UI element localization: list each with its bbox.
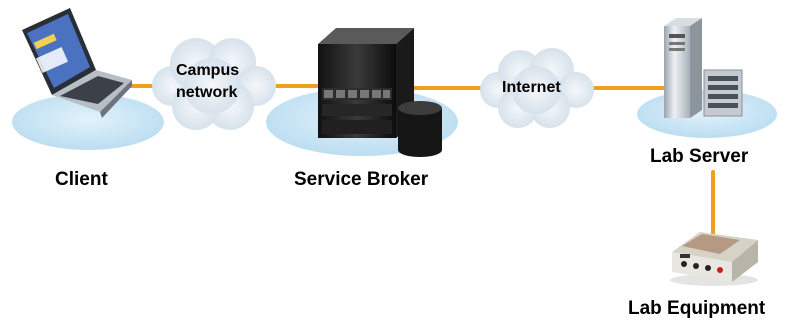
database-icon xyxy=(398,101,442,157)
lab-equipment-node xyxy=(670,232,758,286)
rack-server-icon xyxy=(703,69,743,117)
lab-server-node xyxy=(637,18,777,138)
internet-label: Internet xyxy=(502,79,561,96)
service-broker-label: Service Broker xyxy=(294,169,429,190)
lab-equipment-icon xyxy=(672,232,758,282)
internet-cloud xyxy=(480,48,594,128)
campus-label-line2: network xyxy=(176,84,238,101)
campus-label-line1: Campus xyxy=(176,62,240,79)
client-platform xyxy=(12,94,164,150)
lab-server-label: Lab Server xyxy=(650,146,749,167)
campus-network-label: Campus network xyxy=(176,60,239,104)
server-tower-icon xyxy=(664,18,702,118)
laptop-icon xyxy=(22,8,132,118)
service-broker-node xyxy=(266,28,458,157)
client-node xyxy=(12,8,164,150)
lab-equipment-label: Lab Equipment xyxy=(628,298,766,319)
client-label: Client xyxy=(55,169,108,190)
campus-network-cloud xyxy=(152,38,276,130)
